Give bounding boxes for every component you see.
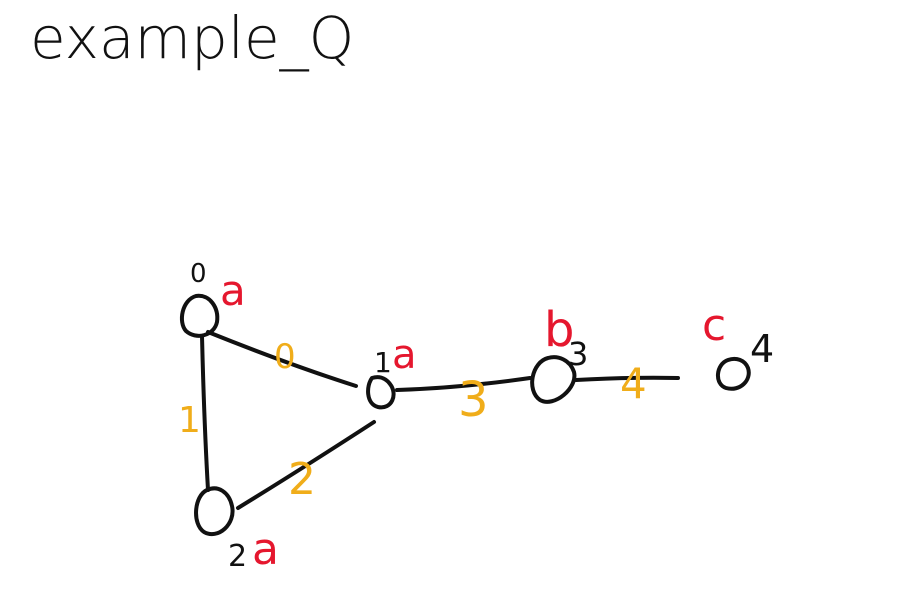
edge-2-label: 2 — [288, 454, 316, 505]
edge-0-label: 0 — [274, 337, 296, 377]
node-0-id: 0 — [190, 259, 207, 289]
node-3-id: 3 — [568, 335, 588, 373]
node-1-label: a — [392, 332, 417, 378]
node-4-label: c — [702, 300, 726, 351]
page-title: example_Q — [30, 4, 354, 72]
edges — [200, 330, 680, 510]
node-2-id: 2 — [228, 539, 247, 574]
node-labels: a a a b c — [220, 266, 726, 575]
node-4-circle — [716, 356, 751, 391]
edge-3-label: 3 — [458, 372, 489, 428]
edge-labels: 0 1 2 3 4 — [178, 337, 647, 505]
node-2-circle — [194, 486, 235, 536]
edge-1-label: 1 — [178, 400, 201, 441]
node-4-id: 4 — [750, 327, 774, 371]
node-2-label: a — [252, 524, 279, 575]
edge-0-2 — [200, 334, 210, 492]
edge-0-1 — [206, 330, 358, 388]
edge-4-label: 4 — [620, 359, 647, 408]
node-0-circle — [179, 293, 220, 338]
node-3-circle — [530, 355, 577, 404]
edge-1-3 — [395, 376, 532, 392]
edge-3-4 — [574, 375, 680, 382]
node-0-label: a — [220, 266, 246, 315]
node-1-circle — [366, 375, 396, 410]
nodes — [179, 293, 751, 536]
node-3-label: b — [544, 302, 574, 358]
edge-2-1 — [236, 420, 376, 510]
node-ids: 0 1 2 3 4 — [190, 259, 774, 574]
node-1-id: 1 — [374, 346, 392, 379]
